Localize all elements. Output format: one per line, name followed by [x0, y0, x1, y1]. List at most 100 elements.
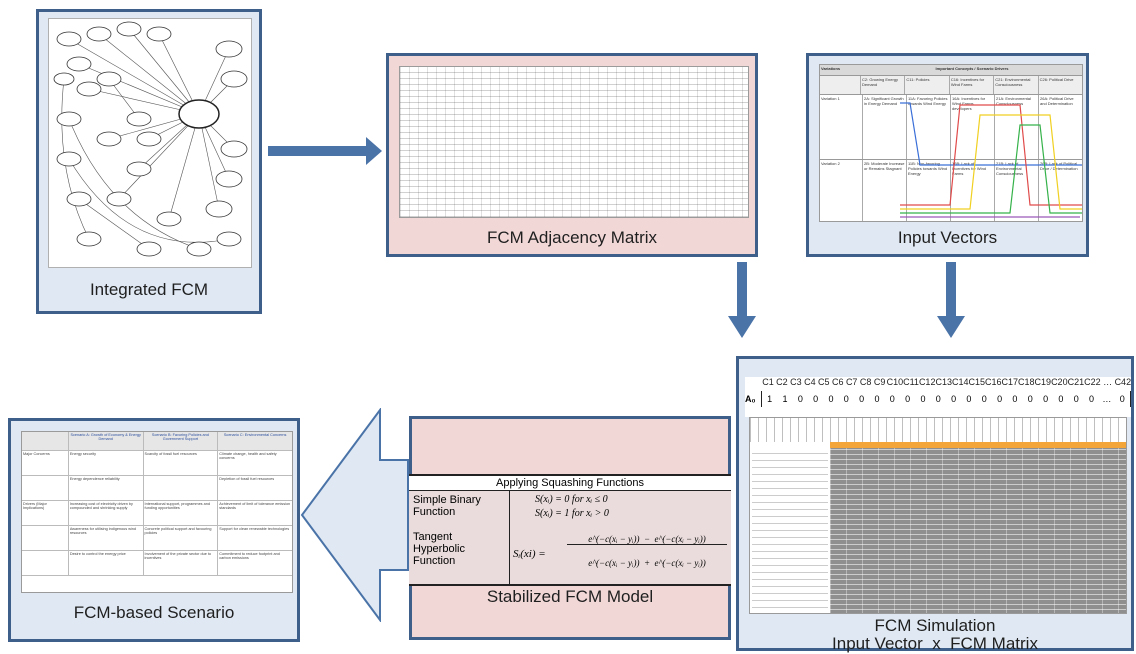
scenario-cell: Climate change, health and safety concer… — [217, 451, 292, 475]
iv-r0-c4: 26A: Political Drive and Determination — [1038, 95, 1082, 159]
iv-col-0: C2: Growing Energy Demand — [860, 76, 904, 94]
iv-r1-c0: 2B: Moderate Increase or Remains Stagnan… — [862, 160, 906, 221]
iv-r1-c2: 16B: Lack of Incentives for Wind Farms — [950, 160, 994, 221]
simulation-sheet-thumbnail — [749, 417, 1127, 614]
iv-header-left: Variations — [821, 66, 841, 71]
iv-col-3: C21: Environmental Consciousness — [993, 76, 1037, 94]
fcm-network-graph — [48, 18, 252, 268]
iv-header-right: Important Concepts / Scenario Drivers — [935, 66, 1009, 71]
input-vectors-panel: Variations Important Concepts / Scenario… — [806, 53, 1089, 257]
stabilized-fcm-panel: Applying Squashing Functions Simple Bina… — [409, 416, 731, 640]
vector-value-cell: 1 — [767, 394, 773, 404]
vector-header-cell: C12 — [918, 377, 936, 387]
fcm-network-svg — [53, 21, 248, 257]
f2-den: e^(−c(xᵢ − yᵢ)) + e^(−c(xᵢ − yᵢ)) — [588, 558, 706, 568]
integrated-fcm-panel: Integrated FCM — [36, 9, 262, 314]
vector-value-cell: 0 — [1119, 394, 1125, 404]
scenario-cell — [22, 551, 68, 575]
iv-r0-c0: 2A: Significant Growth in Energy Demand — [862, 95, 906, 159]
vector-header-cell: … — [1103, 377, 1113, 387]
fcm-simulation-label: FCM Simulation — [874, 616, 996, 635]
scenario-cell: Drivers (Major Implications) — [23, 502, 47, 510]
scenario-table: Scenario A: Growth of Economy & Energy D… — [22, 432, 292, 576]
iv-r0-c3: 21A: Environmental Consciousness — [994, 95, 1038, 159]
vector-value-cell: 0 — [828, 394, 834, 404]
fcm-simulation-sublabel: Input Vector x FCM Matrix — [832, 634, 1038, 653]
scenario-cell: Major Concerns — [23, 452, 50, 456]
scenario-cell: Energy security — [67, 451, 143, 475]
iv-r1-c4: 26B: Lack of Political Drive / Determina… — [1038, 160, 1082, 221]
vector-header-cell: C7 — [845, 377, 858, 387]
scenario-cell: International support, programmes and fu… — [142, 501, 218, 525]
scenario-cell — [142, 476, 218, 500]
arrow-right-1 — [268, 146, 368, 156]
f1-eq1: S(xᵢ) = 0 for xᵢ ≤ 0 — [535, 494, 608, 505]
vector-value-cell: 0 — [966, 394, 972, 404]
vector-header-cell: C8 — [859, 377, 872, 387]
adjacency-matrix-panel: FCM Adjacency Matrix — [386, 53, 758, 257]
input-vectors-table-thumb: Variations Important Concepts / Scenario… — [819, 64, 1083, 222]
arrow-down-1-head — [728, 316, 756, 338]
f2-num: e^(−c(xᵢ − yᵢ)) − e^(−c(xᵢ − yᵢ)) — [567, 534, 727, 545]
vector-header-cell: C19 — [1034, 377, 1052, 387]
scenario-cell — [22, 476, 68, 500]
vector-header-cell: C14 — [951, 377, 969, 387]
vector-header-cell: C13 — [935, 377, 952, 387]
iv-col-4: C26: Political Drive — [1037, 76, 1082, 94]
scenario-cell: Desire to control the energy price — [67, 551, 143, 575]
vector-value-cell: 0 — [813, 394, 819, 404]
vector-row-label: A₀ — [745, 394, 756, 404]
integrated-fcm-label: Integrated FCM — [89, 280, 209, 299]
scenario-cell: Scenario B: Favoring Policies and Govern… — [142, 432, 218, 450]
vector-value-cell: 0 — [905, 394, 911, 404]
scenario-cell: Commitment to reduce footprint and carbo… — [217, 551, 292, 575]
scenario-cell: Support for clean renewable technologies — [217, 526, 292, 550]
vector-header-cell: C2 — [776, 377, 788, 387]
scenario-cell: Increasing cost of electricity driven by… — [67, 501, 143, 525]
iv-col-2: C16: Incentives for Wind Farms — [948, 76, 993, 94]
scenario-cell: Concrete political support and favouring… — [142, 526, 218, 550]
adjacency-matrix-label: FCM Adjacency Matrix — [486, 228, 658, 247]
f1-eq2: S(xᵢ) = 1 for xᵢ > 0 — [535, 508, 609, 519]
vector-value-cell: 0 — [1043, 394, 1049, 404]
iv-r1-c1: 11B: Non-favoring Policies towards Wind … — [906, 160, 950, 221]
arrow-down-2 — [946, 262, 956, 318]
f2-name: Tangent Hyperbolic Function — [413, 531, 465, 567]
vector-value-cell: 0 — [874, 394, 880, 404]
vector-header-cell: C9 — [873, 377, 886, 387]
vector-value-cell: 0 — [859, 394, 865, 404]
scenario-row: Drivers (Major Implications) Increasing c… — [22, 501, 292, 526]
vector-header-cell: C17 — [1001, 377, 1019, 387]
iv-r1-c3: 21B: Lack of Environmental Consciousness — [994, 160, 1038, 221]
vector-header-cell: C16 — [985, 377, 1002, 387]
vector-header-cell: C42 — [1114, 377, 1132, 387]
highlight-row — [830, 442, 1126, 448]
vector-value-cell: 0 — [935, 394, 941, 404]
iv-row-0-name: Variation 1 — [821, 96, 840, 101]
vector-value-cell: 0 — [981, 394, 987, 404]
input-vectors-label: Input Vectors — [897, 228, 998, 247]
scenario-cell: Achievement of limit of tolerance emissi… — [217, 501, 292, 525]
vector-value-cell: 0 — [1089, 394, 1095, 404]
iv-row-1-name: Variation 2 — [821, 161, 840, 166]
iv-r0-c2: 16A: Incentives for Wind Farms developer… — [950, 95, 994, 159]
vector-header-cell: C5 — [818, 377, 830, 387]
vector-value-cell: 0 — [997, 394, 1003, 404]
vector-header-cell: C1 — [762, 377, 774, 387]
scenario-cell: Awareness for utilising indigenous wind … — [67, 526, 143, 550]
vector-value-cell: 0 — [1058, 394, 1064, 404]
scenario-row: Awareness for utilising indigenous wind … — [22, 526, 292, 551]
vector-value-cell: 0 — [1027, 394, 1033, 404]
arrow-left-big — [300, 408, 409, 622]
vector-header-cell: C10 — [886, 377, 904, 387]
scenario-cell: Depletion of fossil fuel resources — [217, 476, 292, 500]
squashing-box: Applying Squashing Functions Simple Bina… — [409, 474, 731, 586]
scenario-cell: Scarcity of fossil fuel resources — [142, 451, 218, 475]
